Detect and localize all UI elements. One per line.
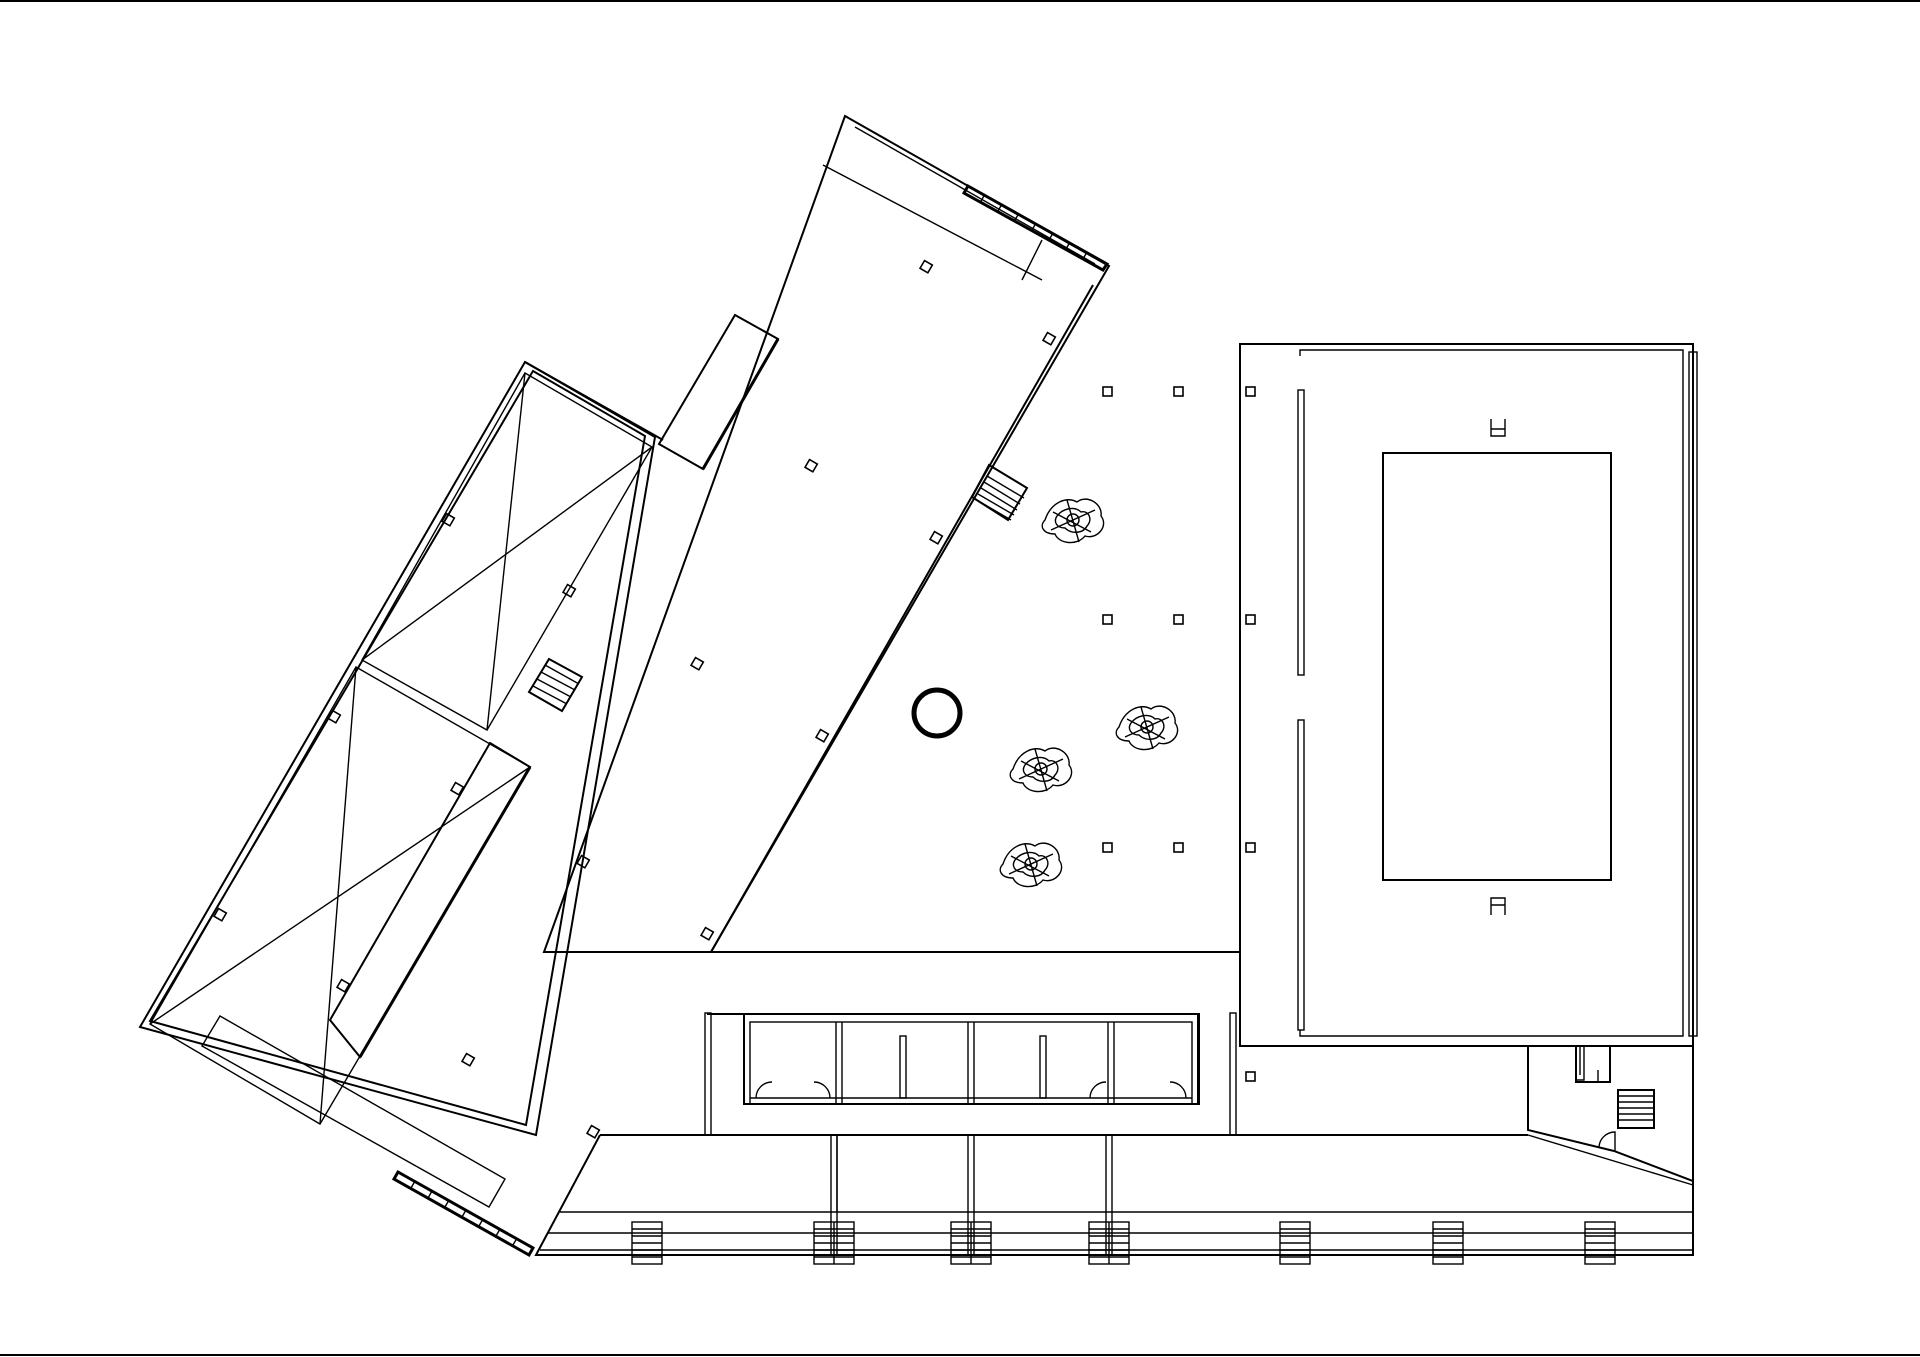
column-icon (1102, 386, 1113, 397)
column-icon (1102, 842, 1113, 853)
southwest-void-lower (149, 666, 532, 1125)
column-icon (585, 1124, 601, 1139)
stair-icon (970, 463, 1029, 522)
column-icon (1041, 331, 1057, 346)
column-icon (1173, 842, 1184, 853)
restroom-block (704, 1012, 1237, 1136)
column-icon (689, 656, 705, 671)
door-swing-icon (1169, 1081, 1187, 1099)
column-icon (561, 583, 577, 598)
stair-icon (1432, 1221, 1464, 1265)
stair-icon (391, 1169, 536, 1258)
stair-icon (631, 1221, 663, 1265)
column-grid (212, 259, 1256, 1139)
stair-icon (950, 1221, 992, 1265)
column-icon (803, 458, 819, 473)
column-icon (1245, 1071, 1256, 1082)
southwest-wing (138, 360, 664, 1258)
tree-icon (1009, 747, 1073, 793)
stair-icon (527, 657, 584, 713)
door-swing-icon (1089, 1081, 1107, 1099)
column-icon (814, 728, 830, 743)
column-icon (1245, 386, 1256, 397)
south-corridor (534, 1134, 1694, 1265)
stair-icon (813, 1221, 855, 1265)
open-court (709, 284, 1694, 1046)
stair-hall (1527, 1045, 1694, 1186)
column-icon (699, 926, 715, 941)
pool-hall (1239, 343, 1698, 1047)
column-icon (1245, 614, 1256, 625)
tree-icon (1115, 705, 1179, 751)
stair-icon (961, 183, 1110, 272)
column-icon (1245, 842, 1256, 853)
door-swing-icon (755, 1081, 773, 1099)
column-icon (1102, 614, 1113, 625)
column-icon (460, 1052, 476, 1067)
door-swing-icon (813, 1081, 831, 1099)
column-icon (440, 512, 456, 527)
chair-icon (1490, 897, 1506, 915)
column-icon (918, 259, 934, 274)
column-icon (212, 907, 228, 922)
door-swing-icon (1598, 1131, 1616, 1151)
tree-icon (999, 842, 1063, 888)
southwest-void-upper (361, 372, 653, 731)
column-icon (1173, 386, 1184, 397)
chair-icon (1490, 419, 1506, 437)
stair-icon (1617, 1089, 1655, 1129)
column-icon (1173, 614, 1184, 625)
tree-icon (1041, 498, 1105, 544)
stair-icon (1279, 1221, 1311, 1265)
stair-icon (1584, 1221, 1616, 1265)
column-icon (335, 978, 351, 993)
stair-icon (1088, 1221, 1130, 1265)
round-column-icon (911, 687, 963, 739)
column-icon (449, 781, 465, 796)
column-icon (928, 530, 944, 545)
